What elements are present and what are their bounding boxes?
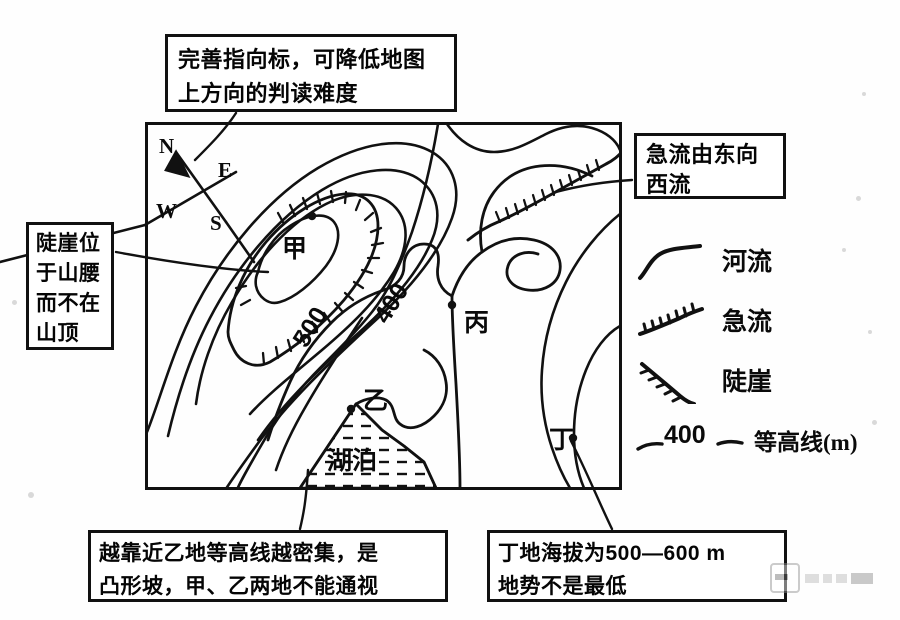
legend-row-cliff: 陡崖 [636, 358, 886, 418]
legend-row-river: 河流 [636, 238, 886, 298]
contour-outermost [147, 141, 458, 488]
map-label-lake: 湖泊 [327, 448, 378, 475]
paper-speck [842, 248, 846, 252]
compass-axis-ns [174, 150, 228, 224]
legend-label-contour: 等高线(m) [754, 430, 858, 455]
legend-row-rapids: 急流 [636, 298, 886, 358]
callout-compass: 完善指向标，可降低地图 上方向的判读难度 [165, 34, 457, 112]
lake-shore [298, 402, 438, 488]
paper-speck [868, 330, 872, 334]
point-bing-dot [447, 300, 457, 310]
contour-ring-summit [254, 214, 340, 305]
cliff-icon [639, 362, 696, 404]
contour-east-1 [540, 212, 620, 488]
callout-cliff-line-2: 于山腰 [36, 262, 101, 285]
watermark [770, 556, 890, 600]
contour-ring-2 [166, 168, 439, 442]
callout-rapids-line-2: 西流 [646, 172, 692, 197]
rapids-icon [638, 302, 704, 336]
map-frame [145, 122, 622, 490]
compass-axis-we [143, 170, 238, 227]
callout-cliff-line-1: 陡崖位 [36, 232, 101, 255]
watermark-redacted-text [805, 572, 873, 584]
callout-slope-line-2: 凸形坡，甲、乙两地不能通视 [99, 575, 379, 598]
callout-cliff-line-4: 山顶 [36, 322, 79, 345]
compass-label-south: S [210, 211, 222, 235]
paper-speck [856, 196, 861, 201]
compass-north-arrowhead [164, 149, 191, 179]
contour-ring-cliff [226, 192, 380, 367]
paper-speck [862, 92, 866, 96]
legend: 河流 急流 陡 [636, 238, 886, 418]
callout-ding-line-2: 地势不是最低 [498, 575, 627, 598]
callout-cliff-line-3: 而不在 [36, 292, 101, 315]
cliff-hachures [234, 189, 385, 366]
map-label-ding: 丁 [549, 427, 575, 454]
rapids-hachures [494, 158, 601, 224]
contour-topright [445, 124, 620, 154]
callout-cliff: 陡崖位 于山腰 而不在 山顶 [26, 222, 114, 350]
river-icon [638, 244, 702, 280]
legend-label-rapids: 急流 [722, 309, 773, 336]
point-jia-dot [307, 211, 317, 221]
river-main [450, 294, 462, 488]
point-yi-dot [346, 404, 356, 414]
compass-label-west: W [156, 199, 177, 223]
callout-ding: 丁地海拔为500—600 m 地势不是最低 [487, 530, 787, 602]
paper-speck [28, 492, 34, 498]
callout-slope: 越靠近乙地等高线越密集，是 凸形坡，甲、乙两地不能通视 [88, 530, 448, 602]
compass-label-east: E [218, 158, 233, 182]
river-hook [450, 237, 562, 298]
callout-rapids: 急流由东向 西流 [634, 133, 786, 199]
compass-label-north: N [159, 134, 175, 158]
map-label-yi: 乙 [363, 388, 389, 415]
point-ding-dot [568, 433, 578, 443]
river-rapids [466, 151, 620, 242]
legend-row-contour: 400 等高线(m) [636, 421, 886, 469]
contour-line-icon [636, 439, 744, 451]
paper-speck [872, 420, 877, 425]
watermark-icon [770, 563, 800, 593]
map-label-bing: 丙 [464, 310, 490, 337]
contour-valley-lower [274, 316, 364, 472]
compass-axis-ns-ext [224, 220, 256, 264]
river-branch-west [266, 242, 454, 442]
callout-compass-line-1: 完善指向标，可降低地图 [178, 47, 426, 72]
legend-label-cliff: 陡崖 [722, 369, 773, 396]
river-upper-branch [479, 164, 594, 254]
river-bay [354, 348, 448, 430]
legend-label-river: 河流 [722, 249, 773, 276]
legend-contour-value: 400 [664, 421, 706, 449]
callout-slope-line-1: 越靠近乙地等高线越密集，是 [99, 542, 379, 565]
map-label-jia: 甲 [282, 236, 308, 263]
callout-compass-line-2: 上方向的判读难度 [178, 81, 359, 106]
paper-speck [12, 300, 17, 305]
leader-compass [193, 111, 238, 162]
contour-east-2 [572, 324, 620, 488]
contour-400 [236, 124, 440, 488]
callout-rapids-line-1: 急流由东向 [646, 142, 759, 167]
callout-ding-line-1: 丁地海拔为500—600 m [498, 542, 726, 565]
